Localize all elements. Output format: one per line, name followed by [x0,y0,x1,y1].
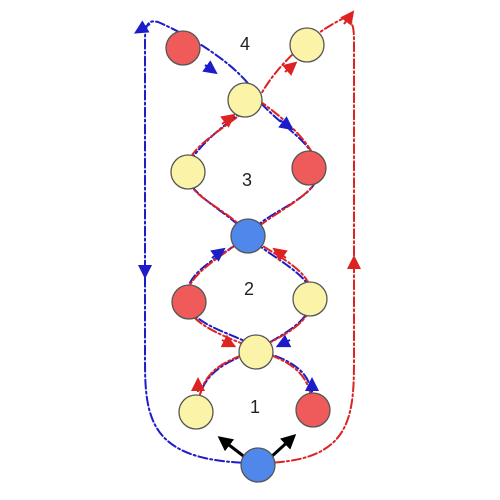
region-label-2: 2 [244,279,254,299]
blue-arrow-mid1 [278,116,294,131]
node-red-bottom-right [295,392,331,428]
region-label-1: 1 [250,397,260,417]
red-arrow-lower [220,334,237,348]
node-red-lower-left [171,284,207,320]
node-yellow-mid-left [170,154,206,190]
node-yellow-bottom-left [178,394,214,430]
start-arrow-right [268,433,297,460]
red-path [184,16,355,464]
node-blue-start [240,447,276,483]
start-arrow-left [217,436,247,460]
region-label-4: 4 [240,34,250,54]
blue-arrow-lower [275,334,292,348]
blue-arrow-mid2 [210,247,226,262]
node-yellow-top-right [289,27,325,63]
region-label-3: 3 [242,170,252,190]
red-arrow-upper [282,61,298,76]
node-yellow-crossing-top [227,82,263,118]
node-red-mid-right [291,150,327,186]
node-yellow-lower-right [292,281,328,317]
node-red-top-left [165,30,201,66]
red-arrow-top [340,10,355,26]
blue-arrow-top [133,20,151,34]
blue-arrow-upper [202,60,218,75]
node-yellow-crossing-bottom [238,334,274,370]
red-arrow-mid2 [272,247,288,262]
red-arrow-mid1 [220,113,236,128]
node-blue-center [230,218,266,254]
